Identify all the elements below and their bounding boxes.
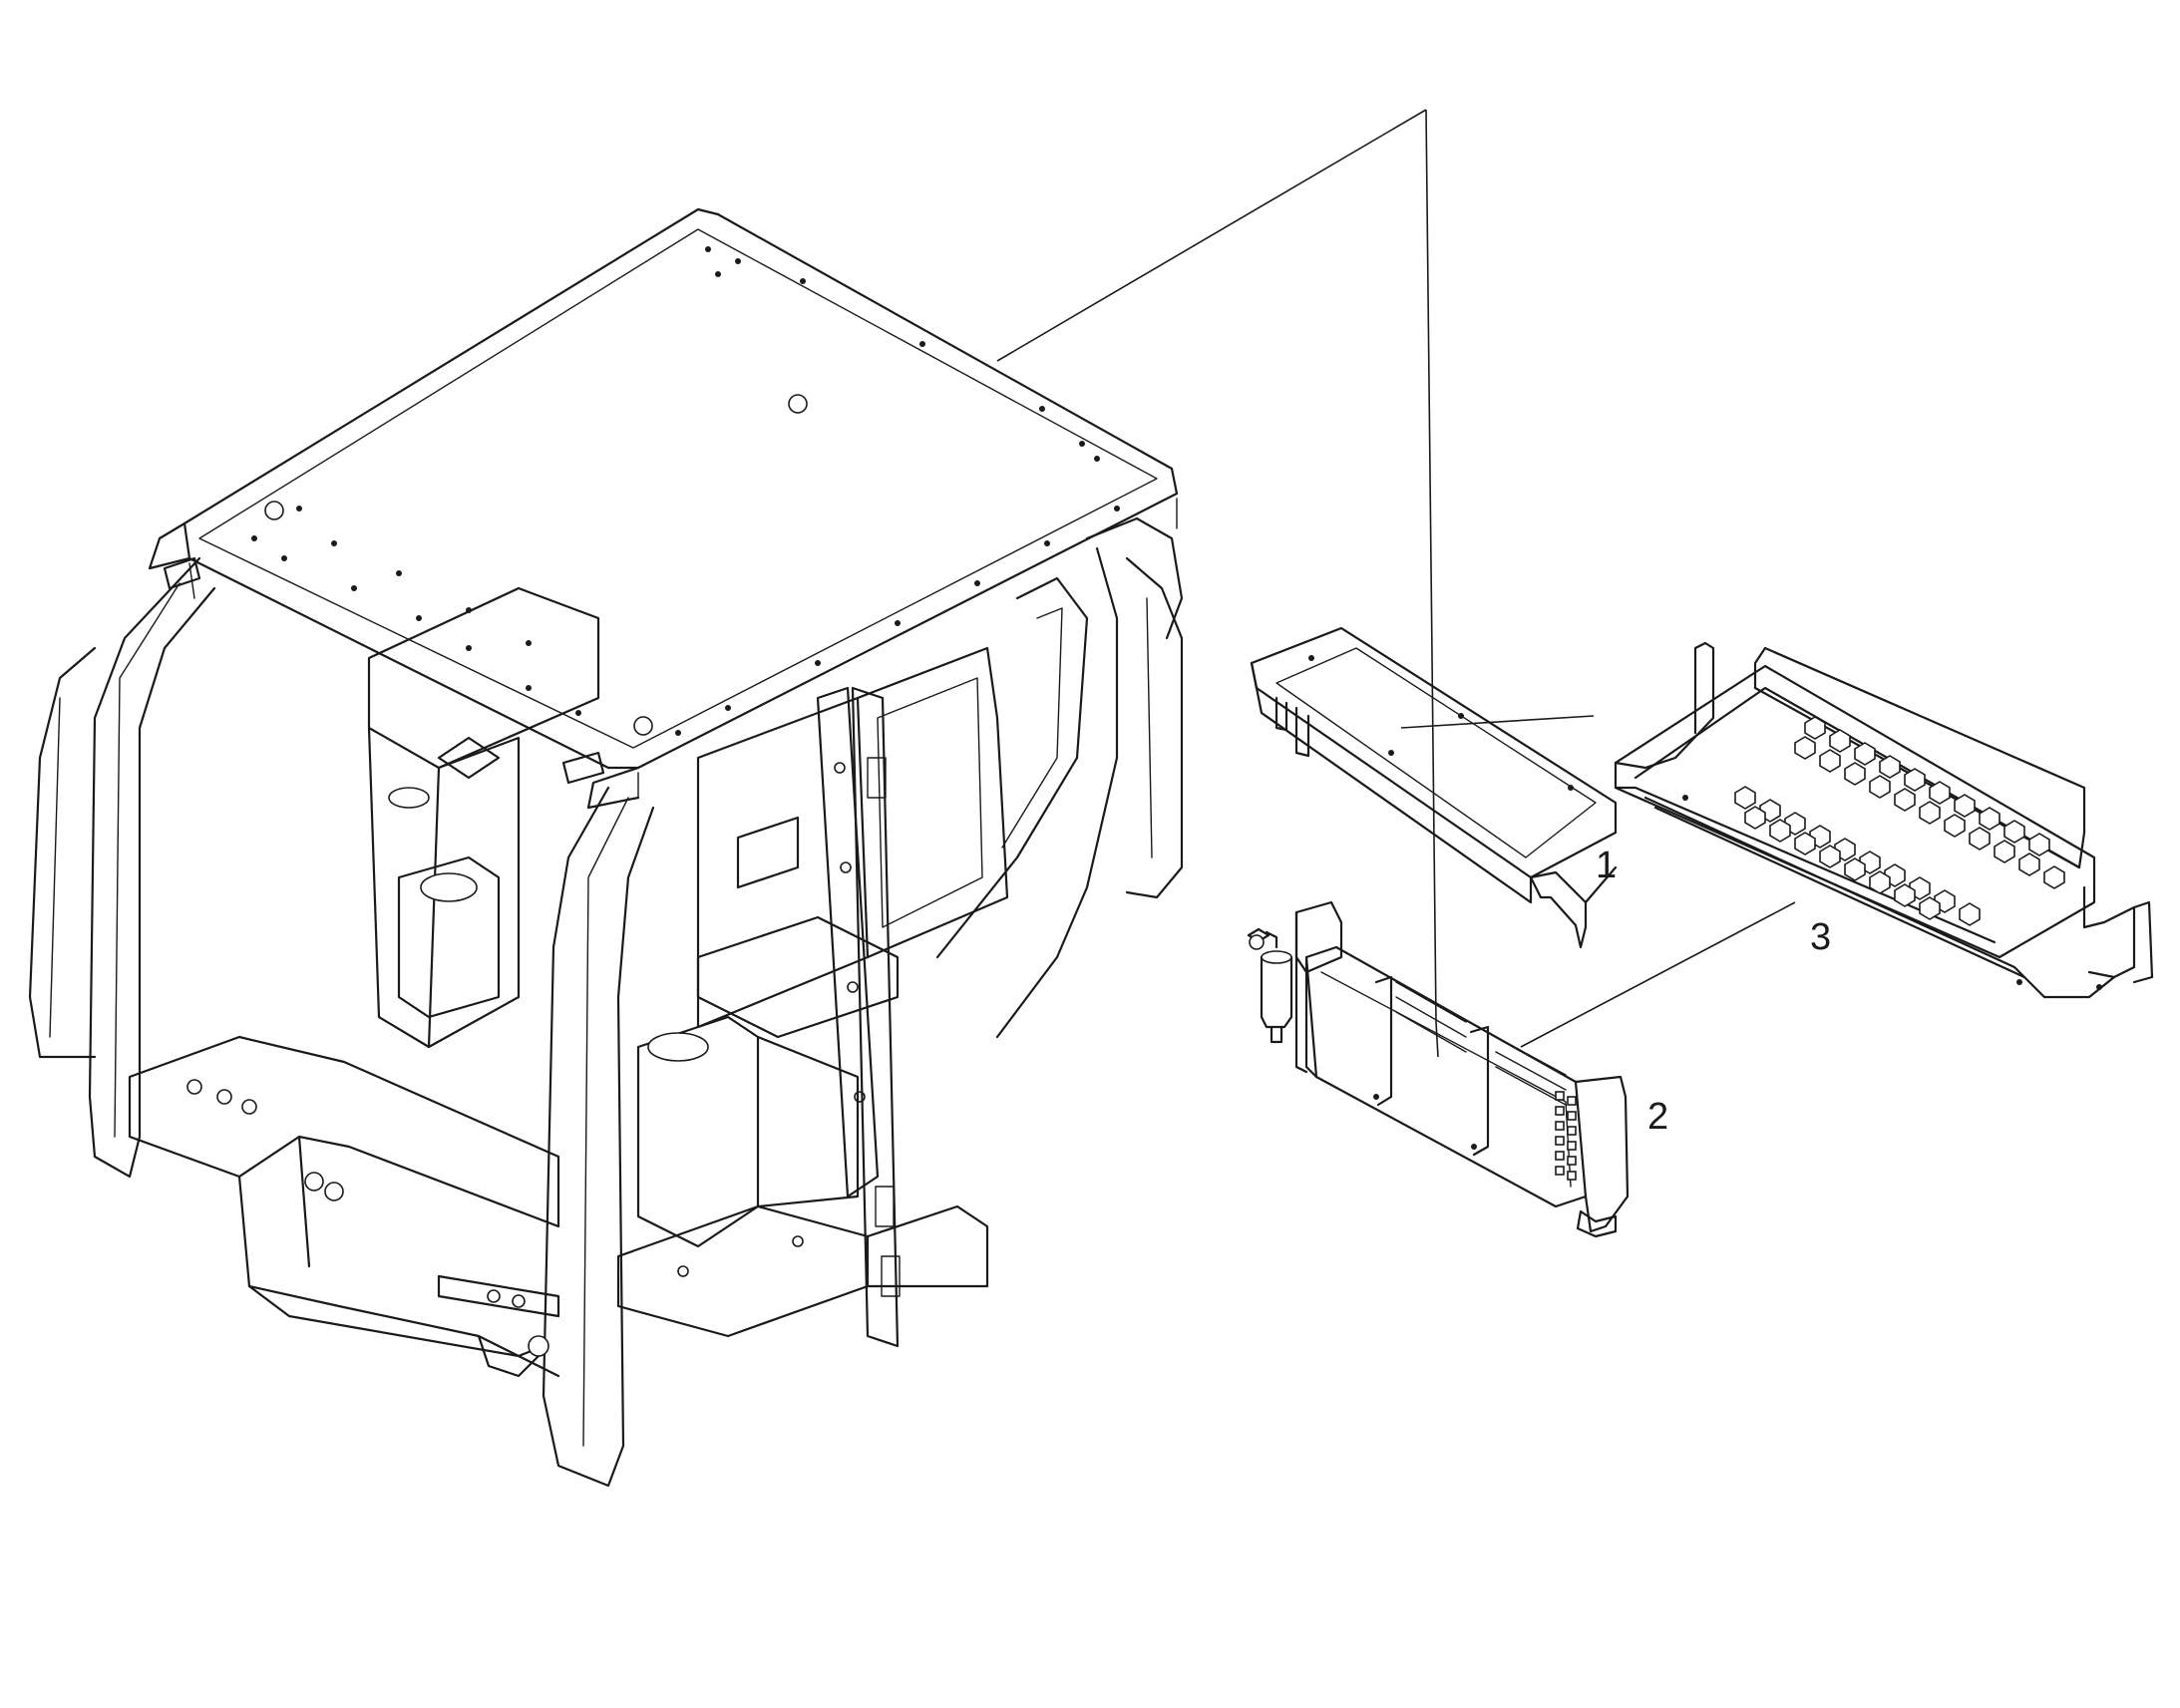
operator-cab — [28, 207, 1184, 1488]
cab-center-front-pillar — [542, 786, 655, 1488]
callout-2: 2 — [1647, 1096, 1668, 1138]
leader-lines — [996, 109, 1796, 1058]
cab-right-pillar — [995, 546, 1119, 1039]
callout-1: 1 — [1596, 845, 1617, 886]
callout-3: 3 — [1810, 916, 1831, 958]
cab-lower-front-frame — [128, 1035, 560, 1228]
part-2-condenser-unit: 2 — [1247, 900, 1668, 1238]
cab-left-front-pillar — [88, 556, 216, 1179]
receiver-drier — [1247, 927, 1293, 1044]
hex-perforations — [1734, 716, 2065, 926]
coil-end-grid — [1555, 1091, 1577, 1181]
cab-roof — [182, 207, 1179, 770]
part-3-perforated-cover: 3 — [1614, 641, 2154, 999]
part-1-bracket: 1 — [1250, 626, 1617, 949]
